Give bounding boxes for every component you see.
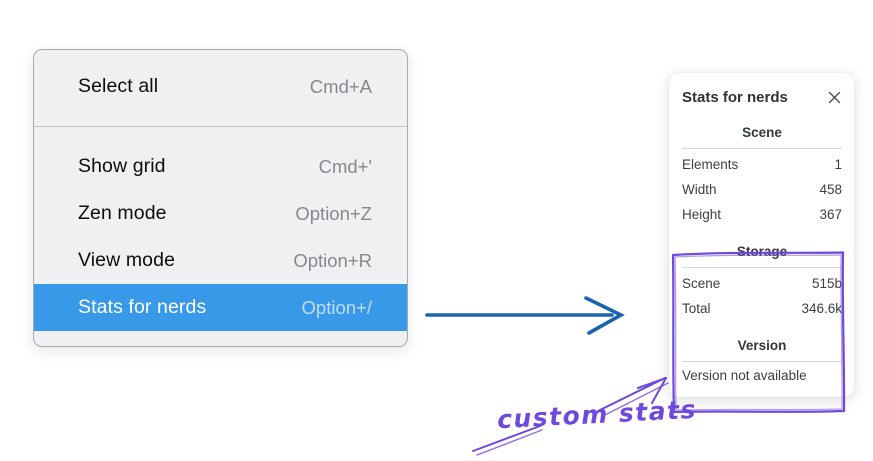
section-title: Storage	[736, 244, 788, 259]
stat-value: 346.6k	[801, 301, 842, 316]
close-icon[interactable]	[826, 89, 842, 105]
flow-arrow	[425, 296, 625, 335]
menu-item-view-mode[interactable]: View mode Option+R	[34, 237, 407, 284]
stats-panel-header: Stats for nerds	[682, 86, 842, 108]
menu-item-label: View mode	[78, 249, 176, 271]
stat-row-elements: Elements 1	[682, 152, 842, 177]
menu-group-top: Select all Cmd+A	[34, 63, 407, 110]
menu-item-zen-mode[interactable]: Zen mode Option+Z	[34, 190, 407, 237]
menu-item-shortcut: Cmd+A	[309, 75, 372, 97]
menu-item-label: Select all	[78, 75, 159, 97]
stat-label: Width	[682, 182, 717, 197]
section-divider	[682, 361, 842, 362]
stats-panel: Stats for nerds Scene Elements 1 Width 4…	[669, 73, 854, 397]
menu-item-stats-for-nerds[interactable]: Stats for nerds Option+/	[34, 284, 407, 331]
stats-section-storage: Storage Scene 515b Total 346.6k	[682, 244, 842, 321]
menu-item-shortcut: Option+/	[301, 296, 372, 318]
section-title: Version	[737, 338, 787, 353]
menu-separator	[34, 126, 407, 127]
stats-section-scene: Scene Elements 1 Width 458 Height 367	[682, 125, 842, 227]
menu-item-label: Zen mode	[78, 202, 167, 224]
menu-item-shortcut: Cmd+'	[318, 155, 372, 177]
stat-value: 515b	[811, 276, 842, 291]
stat-value: 1	[834, 157, 842, 172]
stat-row-height: Height 367	[682, 202, 842, 227]
stat-row-scene-storage: Scene 515b	[682, 271, 842, 296]
stat-label: Total	[682, 301, 711, 316]
stats-panel-title: Stats for nerds	[682, 88, 788, 106]
menu-item-label: Show grid	[78, 155, 166, 177]
stat-row-total-storage: Total 346.6k	[682, 296, 842, 321]
menu-item-label: Stats for nerds	[78, 296, 207, 318]
version-note: Version not available	[682, 368, 807, 383]
stat-label: Elements	[682, 157, 739, 172]
stat-label: Height	[682, 207, 722, 222]
menu-group-view-options: Show grid Cmd+' Zen mode Option+Z View m…	[34, 127, 407, 331]
stat-row-width: Width 458	[682, 177, 842, 202]
section-divider	[682, 148, 842, 149]
menu-item-select-all[interactable]: Select all Cmd+A	[34, 63, 407, 110]
stats-section-version: Version Version not available	[682, 338, 842, 383]
menu-item-shortcut: Option+R	[293, 249, 372, 271]
canvas-context-menu: Select all Cmd+A Show grid Cmd+' Zen mod…	[33, 49, 408, 347]
annotation-label: custom stats	[496, 394, 698, 435]
menu-item-show-grid[interactable]: Show grid Cmd+'	[34, 143, 407, 190]
menu-item-shortcut: Option+Z	[295, 202, 372, 224]
section-divider	[682, 267, 842, 268]
stat-label: Scene	[682, 276, 721, 291]
section-title: Scene	[742, 125, 782, 140]
stat-value: 458	[819, 182, 842, 197]
stat-value: 367	[819, 207, 842, 222]
